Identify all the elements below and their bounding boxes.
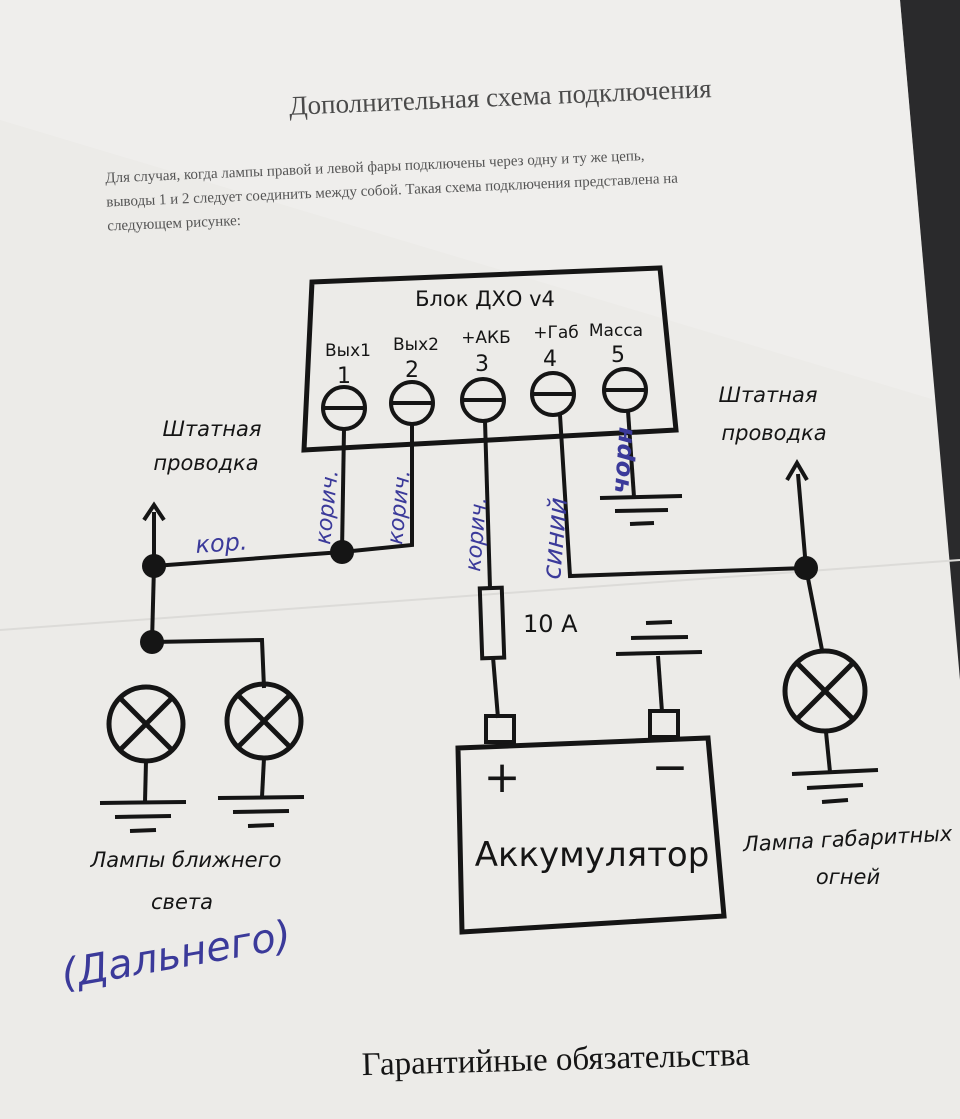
lamp-icon [106,684,186,764]
terminal-2: Вых2 2 [389,335,439,426]
screw-terminal-icon [530,371,576,417]
drl-block: Блок ДХО v4 Вых1 1 Вых2 2 +АКБ 3 +Габ 4 … [301,265,679,453]
handwritten-jumper: кор. [194,527,248,559]
ground-icon [791,768,879,804]
wire-marker [558,414,807,579]
marker-lamp-label-line-2: огней [816,865,880,889]
fuse-label: 10 А [523,610,578,638]
stock-wiring-left-line-2: проводка [153,451,258,475]
battery: + − Аккумулятор [455,709,727,935]
terminal-4: +Габ 4 [530,323,579,417]
wire-jumper [153,550,343,568]
terminal-1-name: Вых1 [325,341,371,361]
lamp-icon [224,681,304,761]
ground-icon [615,620,703,656]
wiring [142,410,832,803]
screw-terminal-icon [460,377,506,423]
ground-icon [599,494,683,526]
terminal-4-number: 4 [543,347,557,372]
arrow-up-icon [142,501,166,522]
wire-to-lamps [150,565,156,643]
battery-plus-sign: + [484,752,521,803]
junction-dot [140,630,164,654]
wire-ground [626,410,636,498]
lamp-icon [782,648,868,734]
battery-minus-sign: − [652,742,689,793]
terminal-5-number: 5 [611,343,625,368]
stock-wiring-left-line-1: Штатная [162,417,261,441]
junction-dot [794,556,818,580]
terminal-5-name: Масса [589,321,643,341]
terminal-5: Масса 5 [589,321,648,413]
handwritten-wire-4: синий [537,496,574,580]
wire-battery-plus [483,420,492,589]
screw-terminal-icon [602,367,648,413]
terminal-3-name: +АКБ [461,328,511,348]
terminal-4-name: +Габ [533,323,579,343]
terminal-2-name: Вых2 [393,335,439,355]
intro-line-3: следующем рисунке: [107,213,241,235]
terminal-1-number: 1 [337,364,351,389]
handwritten-wire-5: чорн [606,426,639,495]
stock-wiring-right-line-1: Штатная [718,383,817,407]
battery-label: Аккумулятор [475,835,710,875]
arrow-up-icon [785,459,809,482]
terminal-3-number: 3 [475,352,489,377]
ground-icon [217,795,305,828]
fuse-icon [477,585,507,661]
low-beam-label-line-2: света [151,890,213,914]
terminal-3: +АКБ 3 [460,328,511,423]
junction-dot [330,540,354,564]
wire-output-2 [341,424,414,554]
junction-dot [142,554,166,578]
wire-output-1 [340,428,346,553]
terminal-2-number: 2 [405,358,419,383]
ground-icon [99,800,187,833]
block-title: Блок ДХО v4 [415,287,555,311]
low-beam-label-line-1: Лампы ближнего [90,848,282,872]
stock-wiring-right-line-2: проводка [721,421,826,445]
